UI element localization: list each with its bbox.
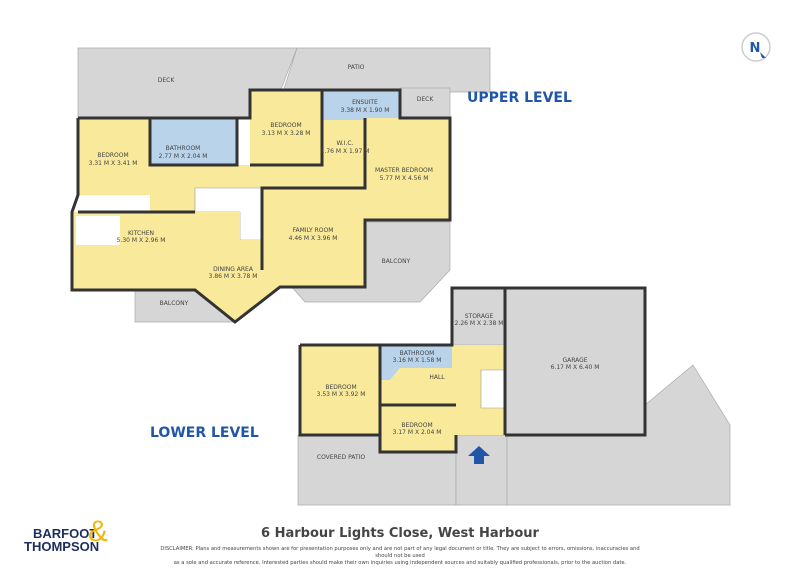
svg-text:BEDROOM: BEDROOM xyxy=(97,152,128,159)
svg-text:KITCHEN: KITCHEN xyxy=(128,230,154,237)
ensuite xyxy=(322,90,400,120)
svg-text:N: N xyxy=(750,41,761,56)
svg-text:STORAGE: STORAGE xyxy=(465,313,494,320)
svg-text:ENSUITE: ENSUITE xyxy=(352,99,378,106)
svg-text:COVERED PATIO: COVERED PATIO xyxy=(317,454,365,461)
svg-text:5.30 M X 2.96 M: 5.30 M X 2.96 M xyxy=(117,237,166,244)
hallway-upper xyxy=(150,165,365,212)
upper-room-labels: DECK PATIO DECK BEDROOM 3.31 M X 3.41 M … xyxy=(89,64,435,307)
wc-upper xyxy=(213,118,237,165)
svg-text:FAMILY ROOM: FAMILY ROOM xyxy=(293,227,334,234)
deck-upper-right xyxy=(399,87,451,119)
bathroom-lower xyxy=(380,345,452,380)
svg-text:GARAGE: GARAGE xyxy=(562,357,587,364)
compass-icon: N xyxy=(741,32,771,62)
hall-lower xyxy=(380,345,505,435)
svg-text:BALCONY: BALCONY xyxy=(160,300,189,307)
kitchen-dining xyxy=(72,212,280,322)
svg-text:5.77 M X 4.56 M: 5.77 M X 4.56 M xyxy=(380,175,429,182)
entry-path xyxy=(455,434,508,506)
family-room xyxy=(262,188,365,287)
bathroom-upper xyxy=(150,118,213,165)
bedroom-upper-2 xyxy=(250,90,322,165)
svg-text:BATHROOM: BATHROOM xyxy=(400,350,435,357)
bedroom-lower-2 xyxy=(380,405,456,452)
svg-text:DECK: DECK xyxy=(417,96,435,103)
master-bedroom xyxy=(365,118,450,220)
svg-text:BEDROOM: BEDROOM xyxy=(401,422,432,429)
lower-level-label: LOWER LEVEL xyxy=(150,425,259,441)
svg-text:3.17 M X 2.04 M: 3.17 M X 2.04 M xyxy=(393,429,442,436)
svg-text:1.76 M X 1.97 M: 1.76 M X 1.97 M xyxy=(321,148,370,155)
disclaimer: DISCLAIMER: Plans and measurements shown… xyxy=(160,546,640,566)
svg-text:3.53 M X 3.92 M: 3.53 M X 3.92 M xyxy=(317,391,366,398)
svg-text:HALL: HALL xyxy=(429,374,445,381)
svg-text:3.86 M X 3.78 M: 3.86 M X 3.78 M xyxy=(209,273,258,280)
patio xyxy=(282,47,491,93)
svg-text:MASTER BEDROOM: MASTER BEDROOM xyxy=(375,167,433,174)
property-address: 6 Harbour Lights Close, West Harbour xyxy=(261,526,539,541)
svg-text:PATIO: PATIO xyxy=(347,64,364,71)
svg-text:6.17 M X 6.40 M: 6.17 M X 6.40 M xyxy=(551,364,600,371)
entry-arrow-icon xyxy=(468,446,490,464)
svg-text:BATHROOM: BATHROOM xyxy=(166,145,201,152)
svg-text:3.13 M X 3.28 M: 3.13 M X 3.28 M xyxy=(262,130,311,137)
svg-text:BEDROOM: BEDROOM xyxy=(270,122,301,129)
svg-text:4.46 M X 3.96 M: 4.46 M X 3.96 M xyxy=(289,235,338,242)
svg-text:2.77 M X 2.04 M: 2.77 M X 2.04 M xyxy=(159,153,208,160)
svg-text:W.I.C.: W.I.C. xyxy=(337,140,354,147)
bedroom-upper-1 xyxy=(78,118,150,195)
staircase-lower xyxy=(480,369,506,409)
bedroom-lower-1 xyxy=(300,345,380,435)
svg-text:BALCONY: BALCONY xyxy=(382,258,411,265)
svg-text:3.16 M X 1.58 M: 3.16 M X 1.58 M xyxy=(393,357,442,364)
upper-level-label: UPPER LEVEL xyxy=(467,90,572,106)
svg-text:BEDROOM: BEDROOM xyxy=(325,384,356,391)
svg-text:DECK: DECK xyxy=(158,77,176,84)
kitchen-bench xyxy=(76,216,120,245)
svg-text:3.31 M X 3.41 M: 3.31 M X 3.41 M xyxy=(89,160,138,167)
wic xyxy=(322,120,365,165)
svg-text:3.38 M X 1.90 M: 3.38 M X 1.90 M xyxy=(341,107,390,114)
svg-text:2.26 M X 2.38 M: 2.26 M X 2.38 M xyxy=(455,320,504,327)
svg-text:DINING AREA: DINING AREA xyxy=(213,266,254,273)
lower-room-labels: STORAGE 2.26 M X 2.38 M GARAGE 6.17 M X … xyxy=(317,313,600,461)
